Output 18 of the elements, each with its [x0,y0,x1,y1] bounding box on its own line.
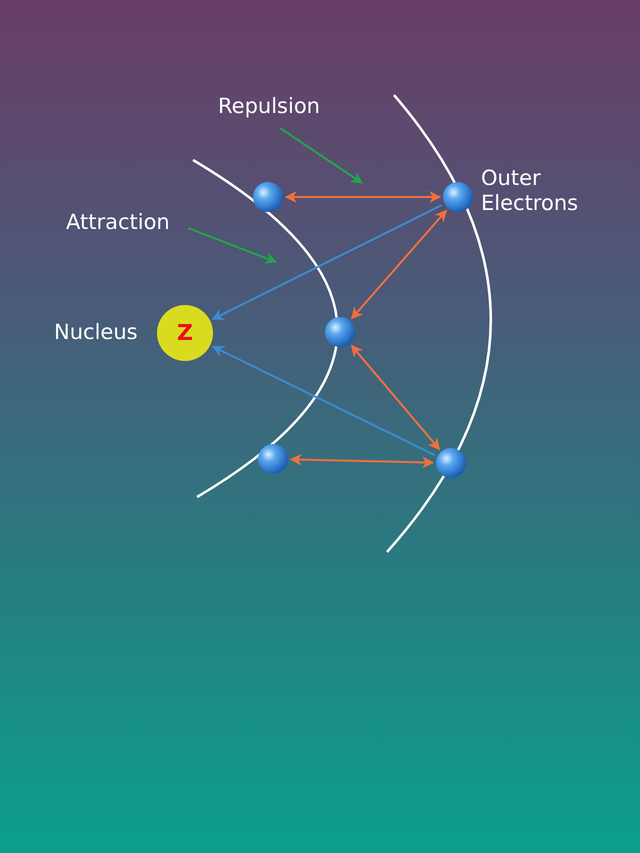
annotation-label: Repulsion [218,94,320,120]
nucleus-symbol: Z [177,320,193,346]
electron-sphere [436,448,466,478]
text-label: Outer Electrons [481,166,580,216]
double-arrow [284,191,442,203]
electron-sphere [258,444,288,474]
annotation-label: Attraction [66,210,170,236]
electron-sphere [253,182,283,212]
double-arrow [350,344,440,450]
nucleus-label: Nucleus [54,320,138,346]
double-arrow [290,454,434,468]
leader-arrow [279,127,363,184]
arrow [212,346,436,456]
arrow [212,204,442,320]
leader-arrow [188,227,278,264]
double-arrow [351,210,447,320]
electron-sphere [443,182,473,212]
electron-sphere [325,317,355,347]
